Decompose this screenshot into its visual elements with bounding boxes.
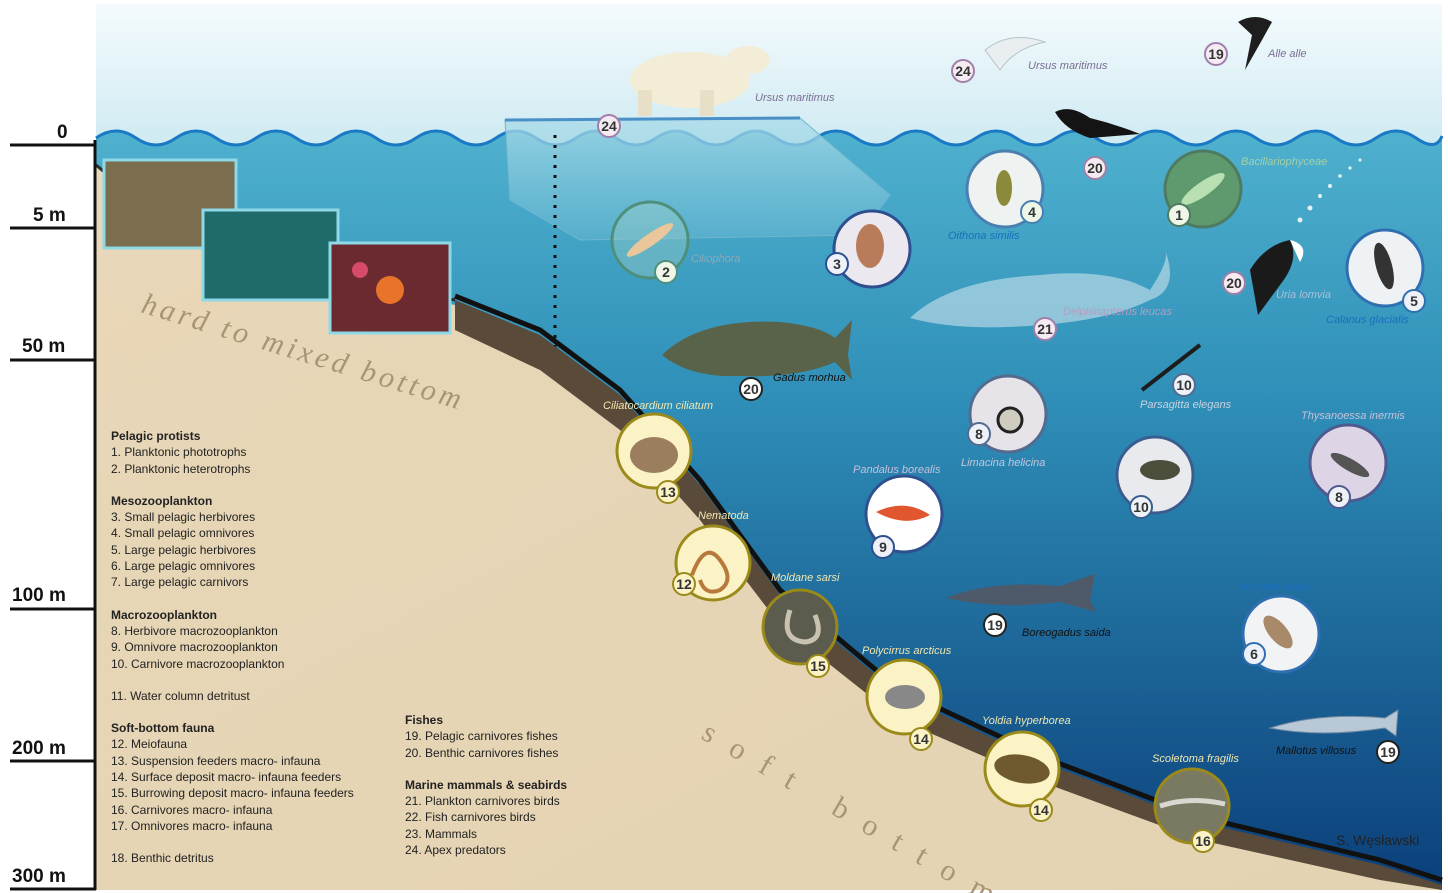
badge-3: 3 — [825, 252, 849, 276]
badge-19: 19 — [1204, 42, 1228, 66]
species-label: Ciliatocardium ciliatum — [603, 400, 713, 412]
species-label: Boreogadus saida — [1022, 627, 1111, 639]
badge-10: 10 — [1129, 495, 1153, 519]
legend-item: 4. Small pelagic omnivores — [111, 525, 401, 541]
species-label: Uria lomvia — [1276, 289, 1331, 301]
legend-item: 21. Plankton carnivores birds — [405, 793, 625, 809]
species-label: Pandalus borealis — [853, 464, 940, 476]
photo-kelp-forest — [203, 210, 338, 300]
legend-item: 13. Suspension feeders macro- infauna — [111, 753, 401, 769]
badge-14: 14 — [1029, 798, 1053, 822]
badge-20: 20 — [739, 377, 763, 401]
badge-12: 12 — [672, 572, 696, 596]
legend-heading: Fishes — [405, 712, 625, 728]
legend-heading: Macrozooplankton — [111, 607, 401, 623]
legend-item: 11. Water column detritust — [111, 688, 401, 704]
badge-15: 15 — [806, 654, 830, 678]
badge-5: 5 — [1402, 289, 1426, 313]
legend-item: 23. Mammals — [405, 826, 625, 842]
species-label: Oithona similis — [948, 230, 1020, 242]
legend-item: 14. Surface deposit macro- infauna feede… — [111, 769, 401, 785]
legend-item: 24. Apex predators — [405, 842, 625, 858]
species-label: Polycirrus arcticus — [862, 645, 951, 657]
legend-item: 2. Planktonic heterotrophs — [111, 461, 401, 477]
depth-label-0: 0 — [57, 122, 68, 144]
legend-item: 20. Benthic carnivores fishes — [405, 745, 625, 761]
badge-14: 14 — [909, 727, 933, 751]
species-label: Ursus maritimus — [1028, 60, 1107, 72]
badge-24: 24 — [951, 59, 975, 83]
legend-item: 6. Large pelagic omnivores — [111, 558, 401, 574]
author-credit: S. Węsławski — [1336, 832, 1419, 848]
badge-24: 24 — [597, 114, 621, 138]
legend-item: 9. Omnivore macrozooplankton — [111, 639, 401, 655]
badge-21: 21 — [1033, 317, 1057, 341]
legend-item: 10. Carnivore macrozooplankton — [111, 656, 401, 672]
badge-10: 10 — [1172, 373, 1196, 397]
species-label: Thysanoessa inermis — [1301, 410, 1405, 422]
species-label: Nematoda — [698, 510, 749, 522]
species-label: Ursus maritimus — [755, 92, 834, 104]
legend-item: 17. Omnivores macro- infauna — [111, 818, 401, 834]
badge-20: 20 — [1083, 156, 1107, 180]
legend-item: 16. Carnivores macro- infauna — [111, 802, 401, 818]
badge-2: 2 — [654, 260, 678, 284]
legend-heading: Soft-bottom fauna — [111, 720, 401, 736]
legend-item: 1. Planktonic phototrophs — [111, 444, 401, 460]
legend-item: 8. Herbivore macrozooplankton — [111, 623, 401, 639]
badge-4: 4 — [1020, 200, 1044, 224]
legend-item: 15. Burrowing deposit macro- infauna fee… — [111, 785, 401, 801]
depth-label-300m: 300 m — [12, 866, 66, 888]
species-label: Calanus glacialis — [1326, 314, 1409, 326]
species-label: Moldane sarsi — [771, 572, 839, 584]
legend-heading: Pelagic protists — [111, 428, 401, 444]
depth-label-5m: 5 m — [33, 205, 66, 227]
legend-item: 12. Meiofauna — [111, 736, 401, 752]
species-label: Scoletoma fragilis — [1152, 753, 1239, 765]
species-label: Delphinapterus leucas — [1063, 306, 1172, 318]
species-label: Mallotus villosus — [1276, 745, 1356, 757]
legend-heading: Mesozooplankton — [111, 493, 401, 509]
badge-8: 8 — [1327, 485, 1351, 509]
legend-item: 22. Fish carnivores birds — [405, 809, 625, 825]
badge-9: 9 — [871, 535, 895, 559]
depth-label-200m: 200 m — [12, 738, 66, 760]
species-label: Parsagitta elegans — [1140, 399, 1231, 411]
legend-column-2: Fishes 19. Pelagic carnivores fishes 20.… — [405, 712, 625, 858]
legend-item: 7. Large pelagic carnivors — [111, 574, 401, 590]
species-label: Limacina helicina — [961, 457, 1045, 469]
legend-heading: Marine mammals & seabirds — [405, 777, 625, 793]
depth-axis — [10, 140, 96, 890]
species-label: Ciliophora — [691, 253, 741, 265]
legend-item: 3. Small pelagic herbivores — [111, 509, 401, 525]
badge-6: 6 — [1242, 642, 1266, 666]
depth-label-50m: 50 m — [22, 336, 65, 358]
badge-8: 8 — [967, 422, 991, 446]
badge-20: 20 — [1222, 271, 1246, 295]
legend-item: 18. Benthic detritus — [111, 850, 401, 866]
species-label: Alle alle — [1268, 48, 1307, 60]
species-label: Metridia longa — [1241, 581, 1310, 593]
legend-item: 5. Large pelagic herbivores — [111, 542, 401, 558]
species-label: Yoldia hyperborea — [982, 715, 1071, 727]
legend-column-1: Pelagic protists 1. Planktonic phototrop… — [111, 428, 401, 867]
species-label: Gadus morhua — [773, 372, 846, 384]
legend-item: 19. Pelagic carnivores fishes — [405, 728, 625, 744]
species-label: Bacillariophyceae — [1241, 156, 1327, 168]
badge-16: 16 — [1191, 829, 1215, 853]
badge-19: 19 — [1376, 740, 1400, 764]
badge-19: 19 — [983, 613, 1007, 637]
depth-label-100m: 100 m — [12, 585, 66, 607]
badge-13: 13 — [656, 480, 680, 504]
badge-1: 1 — [1167, 203, 1191, 227]
